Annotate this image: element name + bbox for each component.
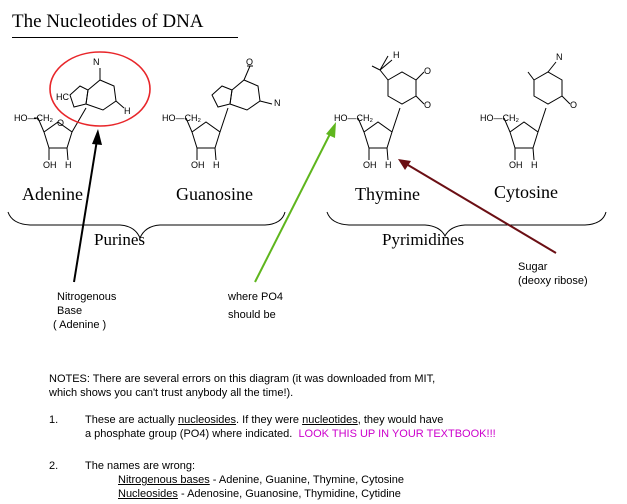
page-title: The Nucleotides of DNA: [12, 11, 204, 32]
thymine-ribose-ring: [363, 121, 393, 149]
pyrimidines-bracket: [326, 211, 607, 238]
textbook-highlight: LOOK THIS UP IN YOUR TEXTBOOK!!!: [298, 428, 496, 440]
notes-line1: NOTES: There are several errors on this …: [49, 373, 436, 385]
adenine-h2-label: H: [124, 106, 131, 116]
nitrogenous-annotation-line2: Base: [57, 305, 83, 317]
sugar-annotation-line2: (deoxy ribose): [518, 275, 588, 287]
guanosine-h-label: H: [213, 160, 220, 170]
guanosine-o-label: O: [246, 57, 254, 67]
guanosine-oh-label: OH: [191, 160, 205, 170]
purines-label: Purines: [94, 230, 145, 249]
thymine-o-label: O: [424, 66, 432, 76]
guanosine-six-ring: [229, 79, 261, 111]
cytosine-six-ring: [533, 71, 563, 105]
notes-item2-nucleosides: Nucleosides - Adenosine, Guanosine, Thym…: [118, 488, 401, 500]
adenine-nh2-label: N: [93, 57, 100, 67]
thymine-h-label: H: [385, 160, 392, 170]
thymine-oh-label: OH: [363, 160, 377, 170]
adenine-ho-ch2-label: HO—CH₂: [14, 113, 53, 123]
cytosine-oh-label: OH: [509, 160, 523, 170]
cytosine-ribose-ring: [509, 121, 539, 149]
cytosine-structure: [503, 61, 571, 161]
thymine-six-ring: [387, 71, 417, 105]
po4-annotation-line2: should be: [228, 309, 276, 321]
po4-annotation-line1: where PO4: [228, 291, 284, 303]
notes-item2-line1: The names are wrong:: [85, 460, 196, 472]
adenine-ribose-ring: [43, 121, 73, 149]
cytosine-nh2-label: N: [556, 52, 563, 62]
guanosine-label: Guanosine: [176, 184, 253, 204]
thymine-methyl-h-label: H: [393, 50, 400, 60]
adenine-six-ring: [85, 79, 117, 111]
notes-item1-line1: These are actually nucleosides. If they …: [85, 414, 444, 426]
guanosine-five-ring: [211, 85, 233, 108]
notes-item2-number: 2.: [49, 460, 59, 472]
sugar-arrow: [398, 159, 557, 254]
adenine-base-arrow: [73, 129, 102, 283]
guanosine-ho-ch2-label: HO—CH₂: [162, 113, 201, 123]
title-underline: [12, 37, 238, 38]
notes-line2: which shows you can't trust anybody all …: [49, 387, 294, 399]
sugar-annotation-line1: Sugar: [518, 261, 548, 273]
po4-arrow: [254, 122, 336, 283]
thymine-o2-label: O: [424, 100, 432, 110]
adenine-o-label: O: [57, 118, 65, 128]
notes-item1-line2: a phosphate group (PO4) where indicated.…: [85, 428, 496, 440]
adenine-structure: [34, 68, 125, 161]
thymine-structure: [357, 55, 425, 161]
guanosine-ribose-ring: [191, 121, 221, 149]
cytosine-h-label: H: [531, 160, 538, 170]
adenine-h-label: H: [65, 160, 72, 170]
nitrogenous-base-highlight-circle: [49, 51, 151, 127]
adenine-five-ring: [69, 85, 89, 108]
cytosine-ho-ch2-label: HO—CH₂: [480, 113, 519, 123]
adenine-oh-label: OH: [43, 160, 57, 170]
guanosine-structure: [185, 65, 273, 161]
nitrogenous-annotation-line3: ( Adenine ): [53, 319, 107, 331]
adenine-hc-label: HC: [56, 92, 69, 102]
cytosine-label: Cytosine: [494, 182, 559, 202]
cytosine-o-label: O: [570, 100, 578, 110]
notes-item1-number: 1.: [49, 414, 59, 426]
thymine-label: Thymine: [355, 184, 420, 204]
pyrimidines-label: Pyrimidines: [382, 230, 465, 249]
nitrogenous-annotation-line1: Nitrogenous: [57, 291, 117, 303]
adenine-label: Adenine: [22, 184, 83, 204]
guanosine-nh-label: N: [274, 98, 281, 108]
purines-bracket: [7, 211, 286, 240]
thymine-ho-ch2-label: HO—CH₂: [334, 113, 373, 123]
notes-item2-bases: Nitrogenous bases - Adenine, Guanine, Th…: [118, 474, 404, 486]
